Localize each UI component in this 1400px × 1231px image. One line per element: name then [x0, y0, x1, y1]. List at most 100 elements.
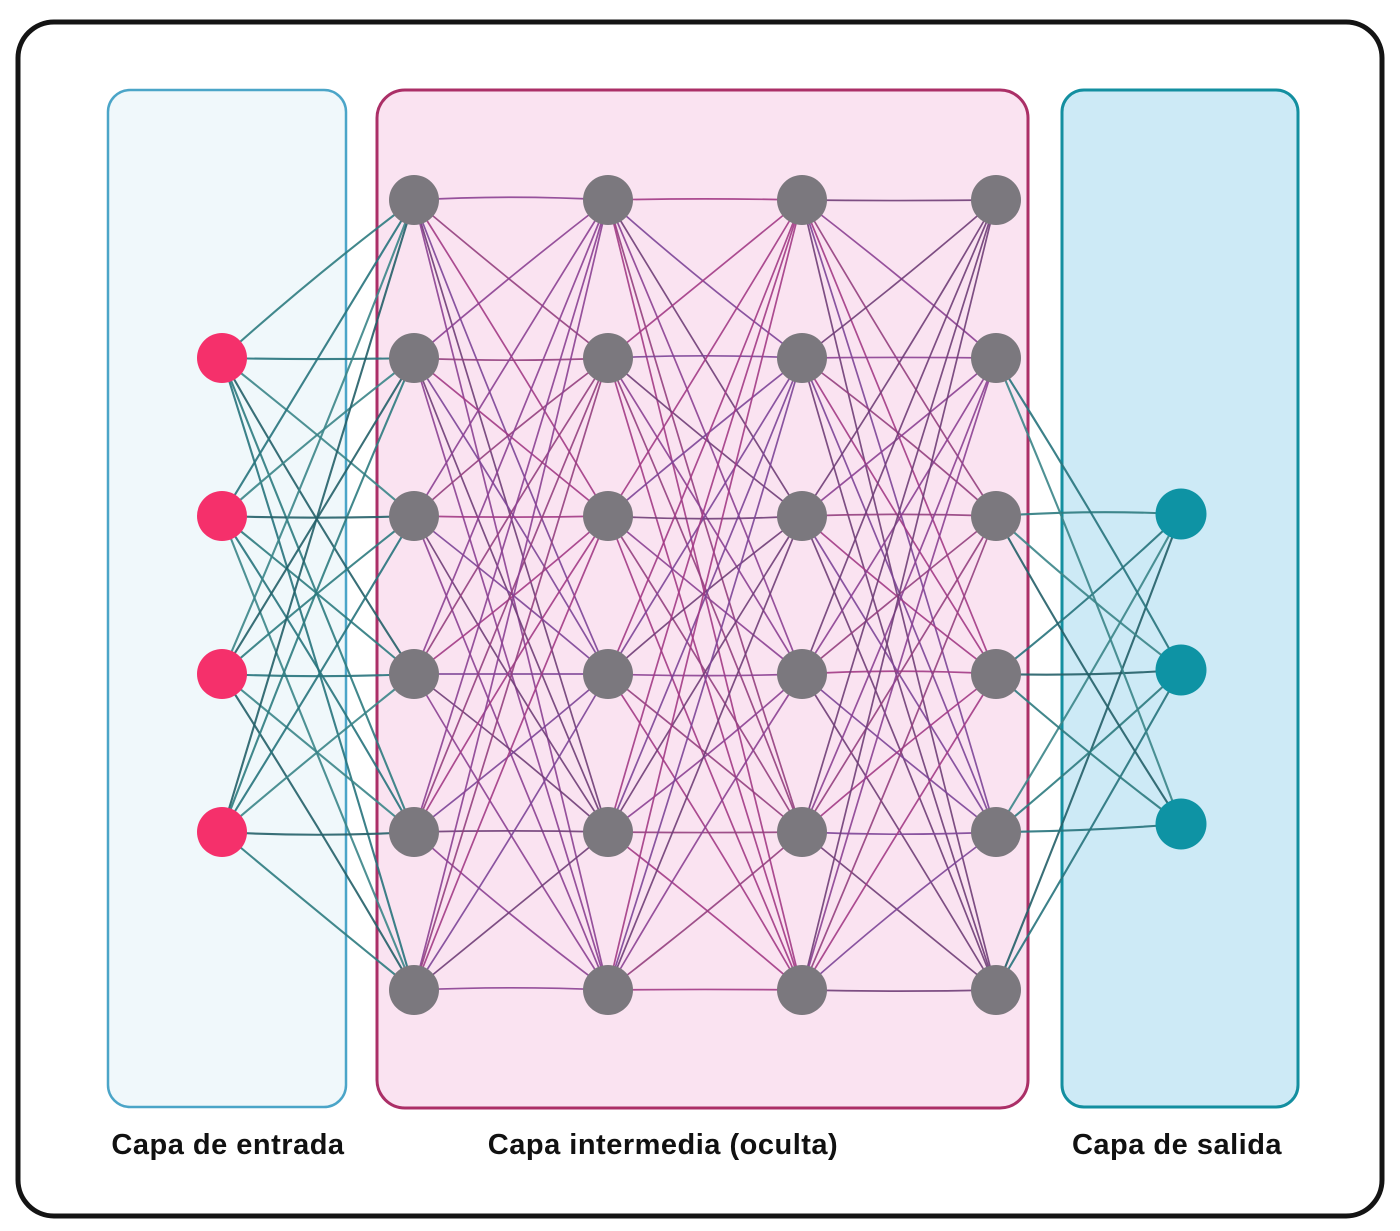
- hidden-node: [971, 807, 1021, 857]
- edge: [607, 831, 803, 834]
- edge: [607, 831, 803, 991]
- output-layer-box: [1060, 88, 1300, 1109]
- edge: [221, 515, 415, 675]
- hidden-node: [971, 649, 1021, 699]
- edge: [221, 831, 415, 991]
- edge: [801, 357, 997, 833]
- hidden-node: [389, 491, 439, 541]
- edge: [607, 199, 803, 517]
- edge: [221, 199, 415, 359]
- input-layer-label: Capa de entrada: [111, 1129, 345, 1161]
- output-layer-label: Capa de salida: [1071, 1129, 1283, 1161]
- edge: [607, 199, 803, 833]
- hidden-node: [389, 807, 439, 857]
- edge: [801, 357, 997, 991]
- edge: [413, 673, 609, 991]
- edge: [801, 199, 997, 202]
- edge: [801, 515, 997, 991]
- edge: [801, 199, 997, 359]
- hidden-node: [583, 807, 633, 857]
- edge: [221, 673, 415, 991]
- edge: [995, 515, 1182, 671]
- input-node: [197, 333, 247, 383]
- hidden-node: [389, 965, 439, 1015]
- edge: [801, 199, 997, 517]
- edge: [995, 357, 1182, 671]
- hidden-node: [971, 491, 1021, 541]
- hidden-node: [583, 965, 633, 1015]
- edge: [607, 357, 803, 833]
- hidden-node: [583, 175, 633, 225]
- edge: [801, 199, 997, 991]
- edge: [607, 515, 803, 833]
- hidden-node: [777, 491, 827, 541]
- edge: [413, 199, 609, 675]
- edge: [413, 199, 609, 833]
- edge: [801, 357, 997, 833]
- edge: [801, 199, 997, 517]
- edge: [221, 199, 415, 675]
- hidden-node: [389, 175, 439, 225]
- edge: [607, 357, 803, 833]
- edge: [413, 515, 609, 991]
- hidden-node: [777, 333, 827, 383]
- edge: [607, 199, 803, 517]
- edge: [221, 357, 415, 517]
- edge: [413, 357, 609, 675]
- edge: [220, 199, 416, 833]
- hidden-node: [389, 333, 439, 383]
- input-node: [197, 649, 247, 699]
- edge: [801, 199, 997, 359]
- edge: [607, 199, 803, 675]
- edge: [995, 515, 1182, 825]
- edge: [607, 357, 803, 517]
- edge: [413, 515, 609, 833]
- hidden-node: [777, 807, 827, 857]
- edge: [607, 673, 803, 991]
- edge: [607, 673, 803, 833]
- edge: [413, 673, 609, 833]
- edge: [221, 199, 415, 517]
- edge: [801, 831, 997, 991]
- output-node: [1155, 488, 1207, 540]
- edge: [221, 673, 415, 833]
- edge: [413, 673, 609, 991]
- hidden-node: [971, 965, 1021, 1015]
- edge: [801, 356, 997, 359]
- edge: [607, 515, 803, 991]
- edge: [607, 673, 803, 991]
- hidden-node: [777, 965, 827, 1015]
- hidden-layer-label: Capa intermedia (oculta): [487, 1129, 839, 1161]
- edge: [607, 199, 803, 675]
- hidden-node: [583, 649, 633, 699]
- edge: [801, 357, 997, 517]
- edge: [607, 515, 803, 675]
- edge: [801, 357, 997, 675]
- hidden-node: [583, 491, 633, 541]
- output-node: [1155, 798, 1207, 850]
- hidden-node: [389, 649, 439, 699]
- edge: [995, 673, 1182, 825]
- edge: [413, 199, 609, 991]
- edge: [801, 199, 997, 833]
- edge: [607, 357, 803, 517]
- edge: [607, 199, 803, 359]
- input-layer-box: [106, 88, 348, 1109]
- edge: [413, 831, 609, 991]
- edge: [221, 515, 415, 675]
- edge: [413, 515, 609, 675]
- edge: [413, 199, 609, 675]
- edge: [413, 199, 609, 359]
- edge: [607, 199, 803, 991]
- edge: [995, 357, 1182, 825]
- edge: [413, 515, 609, 675]
- edge: [801, 515, 997, 833]
- edge: [221, 357, 415, 833]
- hidden-node: [971, 175, 1021, 225]
- edge: [607, 988, 803, 991]
- edge: [801, 673, 997, 833]
- edge: [413, 199, 609, 359]
- edge: [413, 199, 609, 517]
- hidden-node: [583, 333, 633, 383]
